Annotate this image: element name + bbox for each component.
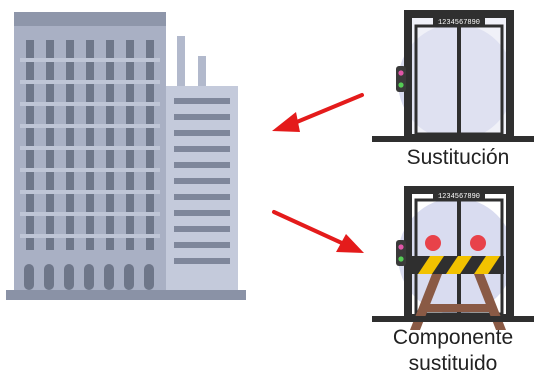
call-up-icon [398,70,404,76]
building-icon [6,12,246,300]
arrow-to-building [272,93,364,132]
caption-component-line1: Componente [392,326,514,349]
floor-indicator-text: 1234567890 [438,19,480,27]
warning-light-icon [470,235,486,251]
call-panel [396,66,406,92]
warning-light-icon [425,235,441,251]
hazard-barrier-icon [412,256,504,274]
caption-component-line2: sustituido [408,352,498,375]
elevator-replaced-icon: 1234567890 [372,10,534,142]
building-annex [166,86,238,292]
tower-windows [26,40,154,250]
antenna-right [198,56,206,92]
call-down-icon [398,256,404,262]
ground-floor-doors [24,264,154,290]
floor-indicator [433,190,485,200]
call-up-icon [398,244,404,250]
call-panel [396,240,406,266]
floor-indicator-text: 1234567890 [438,193,480,201]
floor-indicator [433,16,485,26]
annex-windows [174,98,230,264]
elevator-blocked-icon: 1234567890 [372,186,534,330]
call-down-icon [398,82,404,88]
building-roof [14,12,166,26]
caption-replacement: Sustitución [406,146,510,169]
building-base [6,290,246,300]
tower-floor-bands [20,58,160,238]
antenna-left [177,36,185,92]
arrow-to-elevator [272,210,364,253]
elevator-floor [372,136,534,142]
elevator-floor [372,316,534,322]
